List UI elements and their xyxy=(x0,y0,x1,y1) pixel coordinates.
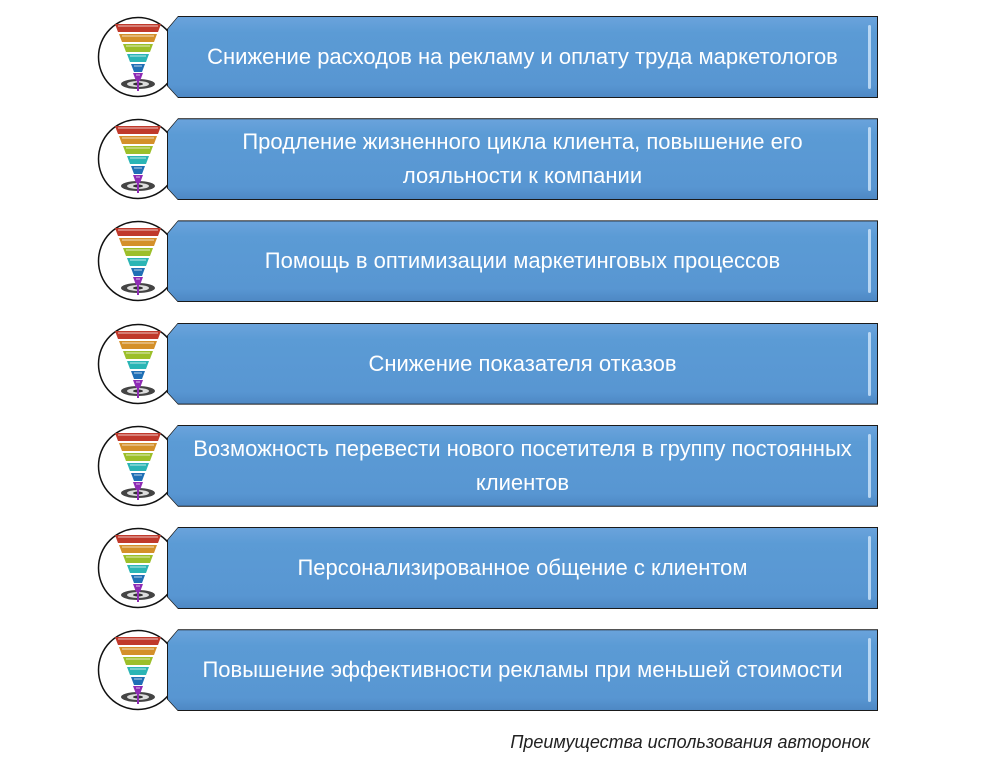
funnel-icon xyxy=(97,16,179,98)
funnel-layer xyxy=(131,472,145,481)
funnel-layer xyxy=(119,647,157,656)
funnel-layer xyxy=(131,64,145,72)
funnel-layer xyxy=(123,452,153,461)
funnel-layer xyxy=(119,545,157,553)
funnel-icon xyxy=(97,220,179,302)
funnel-layer xyxy=(133,73,143,81)
advantage-text: Возможность перевести нового посетителя … xyxy=(193,435,852,495)
advantage-text: Персонализированное общение с клиентом xyxy=(297,555,748,580)
advantage-item: Возможность перевести нового посетителя … xyxy=(95,424,885,509)
advantage-box: Снижение расходов на рекламу и оплату тр… xyxy=(167,16,878,98)
funnel-icon xyxy=(97,118,179,200)
funnel-layer xyxy=(123,44,153,52)
funnel-layer xyxy=(119,442,157,451)
advantage-box: Снижение показателя отказов xyxy=(167,322,878,405)
funnel-layer xyxy=(131,268,145,277)
funnel-layer xyxy=(115,126,161,135)
funnel-layer xyxy=(115,228,161,237)
advantage-item: Снижение расходов на рекламу и оплату тр… xyxy=(95,16,885,100)
advantage-text: Снижение показателя отказов xyxy=(368,350,677,376)
funnel-layer xyxy=(133,481,143,490)
advantage-item: Персонализированное общение с клиентом xyxy=(95,527,885,611)
funnel-icon xyxy=(97,425,179,507)
funnel-layer xyxy=(131,166,145,175)
funnel-layer xyxy=(127,156,149,165)
funnel-icon xyxy=(97,323,179,405)
advantage-text: Продление жизненного цикла клиента, повы… xyxy=(242,129,803,189)
funnel-layer xyxy=(123,350,153,359)
funnel-layer xyxy=(133,175,143,184)
funnel-layer xyxy=(115,24,161,32)
advantage-text: Помощь в оптимизации маркетинговых проце… xyxy=(264,248,781,274)
funnel-layer xyxy=(119,238,157,247)
advantage-box: Возможность перевести нового посетителя … xyxy=(167,424,878,507)
funnel-layer xyxy=(119,340,157,349)
funnel-layer xyxy=(133,686,143,695)
funnel-icon xyxy=(97,527,179,609)
funnel-layer xyxy=(123,555,153,563)
funnel-layer xyxy=(127,565,149,573)
funnel-layer xyxy=(131,677,145,686)
funnel-layer xyxy=(123,657,153,666)
funnel-layer xyxy=(115,637,161,646)
funnel-layer xyxy=(133,379,143,388)
funnel-icon xyxy=(97,629,179,711)
funnel-layer xyxy=(115,330,161,339)
funnel-layer xyxy=(127,667,149,676)
figure-caption: Преимущества использования авторонок xyxy=(510,732,870,752)
advantage-box: Персонализированное общение с клиентом xyxy=(167,527,878,609)
funnel-layer xyxy=(133,584,143,592)
advantage-box: Продление жизненного цикла клиента, повы… xyxy=(167,118,878,201)
funnel-layer xyxy=(127,258,149,267)
funnel-layer xyxy=(127,360,149,369)
funnel-layer xyxy=(131,370,145,379)
funnel-layer xyxy=(119,34,157,42)
advantage-item: Помощь в оптимизации маркетинговых проце… xyxy=(95,220,885,304)
advantage-item: Снижение показателя отказов xyxy=(95,322,885,407)
advantage-text: Повышение эффективности рекламы при мень… xyxy=(202,657,843,683)
advantage-box: Повышение эффективности рекламы при мень… xyxy=(167,629,878,712)
funnel-layer xyxy=(123,146,153,155)
advantage-item: Повышение эффективности рекламы при мень… xyxy=(95,629,885,713)
funnel-layer xyxy=(127,462,149,471)
funnel-layer xyxy=(115,432,161,441)
funnel-layer xyxy=(119,136,157,145)
funnel-layer xyxy=(123,248,153,257)
funnel-layer xyxy=(133,277,143,286)
funnel-layer xyxy=(127,54,149,62)
funnel-layer xyxy=(131,575,145,583)
advantage-text: Снижение расходов на рекламу и оплату тр… xyxy=(207,44,838,69)
funnel-layer xyxy=(115,535,161,543)
advantage-item: Продление жизненного цикла клиента, повы… xyxy=(95,118,885,202)
advantage-box: Помощь в оптимизации маркетинговых проце… xyxy=(167,220,878,303)
